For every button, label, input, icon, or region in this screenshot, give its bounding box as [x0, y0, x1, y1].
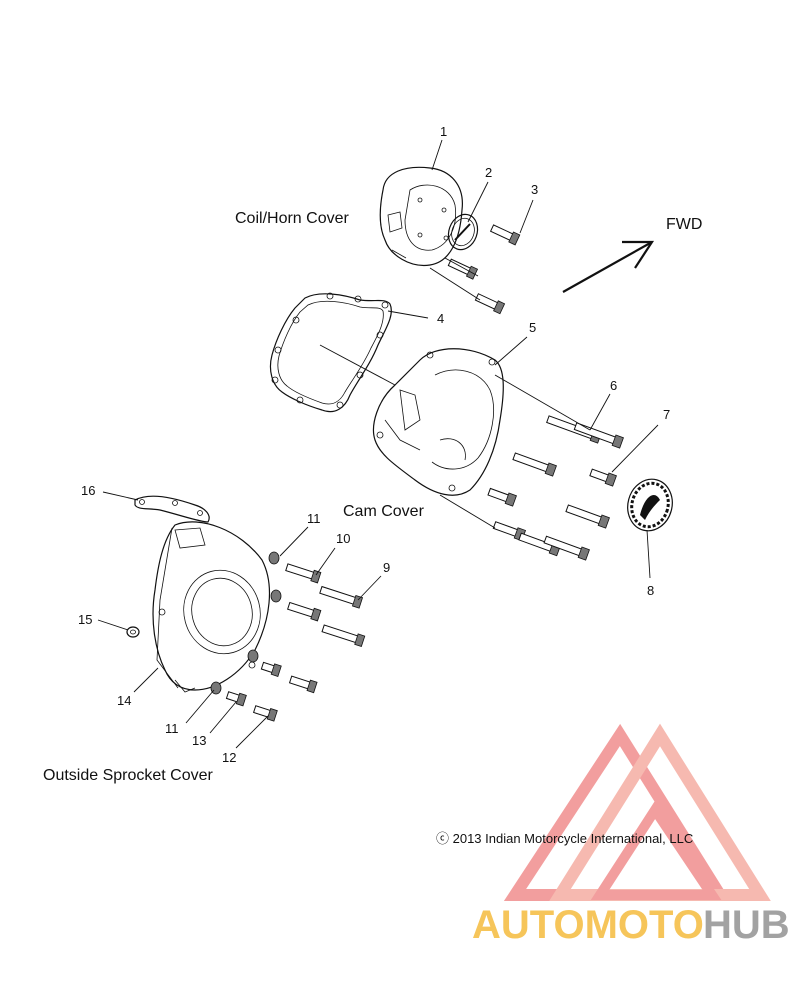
coil-cover-bolts: [429, 224, 521, 315]
callout-2: 2: [485, 165, 492, 180]
watermark-text-hub: HUB: [703, 903, 790, 947]
callout-8: 8: [647, 583, 654, 598]
cam-cover-gasket-part: [269, 292, 392, 413]
callout-5: 5: [529, 320, 536, 335]
callout-3: 3: [531, 182, 538, 197]
forward-direction-arrow: [562, 240, 655, 293]
callout-11-lower: 11: [165, 721, 179, 736]
sprocket-cover-bolts: [210, 551, 366, 722]
cam-cover-label: Cam Cover: [343, 503, 425, 520]
coil-horn-cover-label: Coil/Horn Cover: [235, 210, 349, 227]
cam-cover-bolts: [439, 374, 624, 561]
coil-badge-part: [447, 213, 479, 251]
copyright-notice: ⓒ 2013 Indian Motorcycle International, …: [436, 831, 693, 846]
callout-leader-lines: [97, 139, 659, 749]
callout-9: 9: [383, 560, 390, 575]
watermark-text-automoto: AUTOMOTO: [472, 903, 704, 947]
cam-cover-emblem-part: [627, 478, 673, 532]
callout-16: 16: [81, 483, 95, 498]
washer-part: [126, 626, 140, 638]
callout-15: 15: [78, 612, 92, 627]
outside-sprocket-cover-part: [152, 521, 271, 693]
callout-10: 10: [336, 531, 350, 546]
callout-4: 4: [437, 311, 444, 326]
watermark-logo: [503, 723, 771, 901]
callout-1: 1: [440, 124, 447, 139]
callout-7: 7: [663, 407, 670, 422]
fwd-label: FWD: [666, 216, 702, 233]
callout-13: 13: [192, 733, 206, 748]
sprocket-gasket-part: [134, 495, 210, 523]
cam-cover-part: [319, 344, 504, 496]
callout-12: 12: [222, 750, 236, 765]
callout-14: 14: [117, 693, 131, 708]
callout-11-upper: 11: [307, 511, 321, 526]
callout-6: 6: [610, 378, 617, 393]
coil-horn-cover-part: [379, 166, 463, 267]
outside-sprocket-cover-label: Outside Sprocket Cover: [43, 767, 214, 784]
